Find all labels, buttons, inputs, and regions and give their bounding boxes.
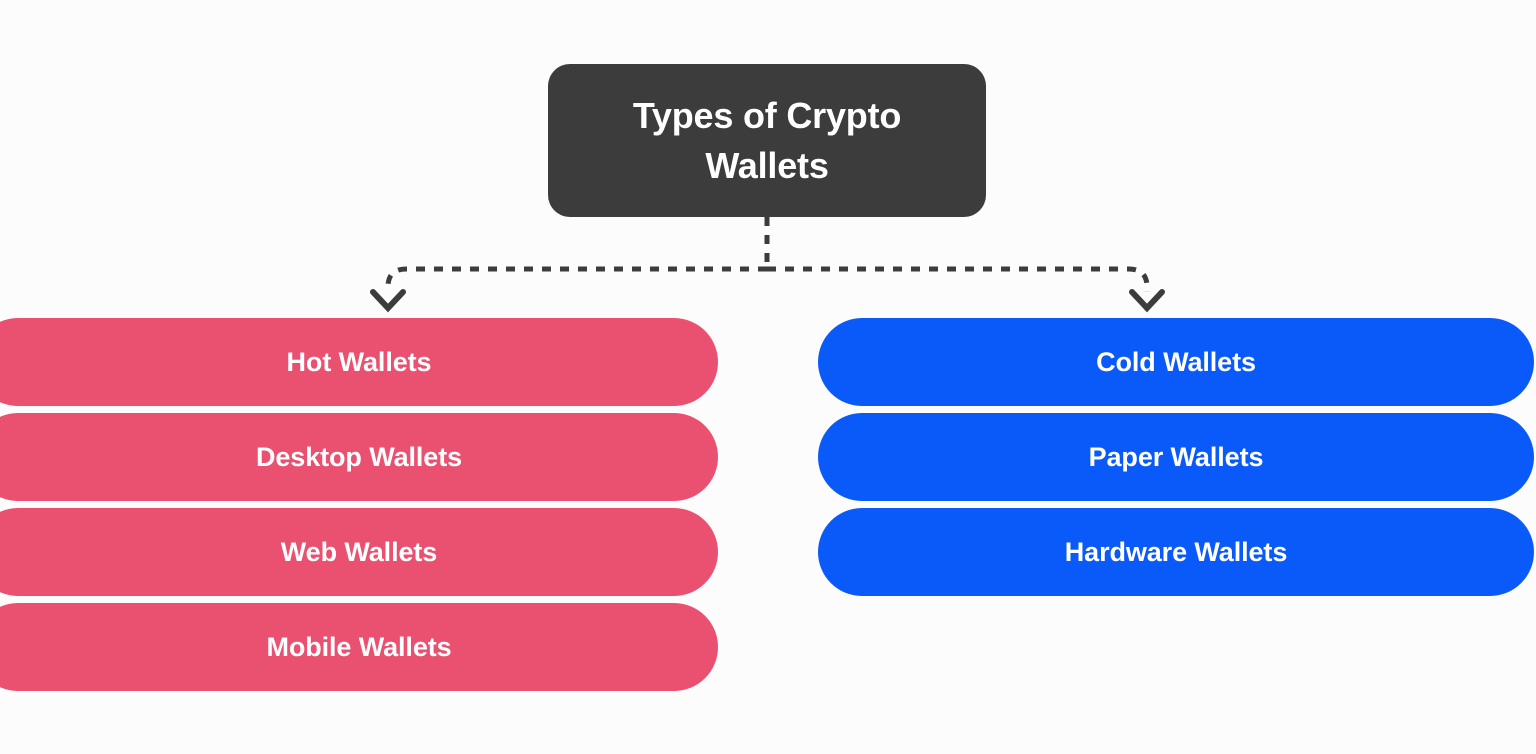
node-label: Hardware Wallets <box>1064 536 1288 567</box>
node-hot-wallets[interactable]: Hot Wallets <box>0 318 718 406</box>
node-cold-wallets[interactable]: Cold Wallets <box>818 318 1534 406</box>
node-label: Hot Wallets <box>286 346 432 377</box>
connector-branch-left <box>385 266 767 292</box>
connector-branch-right <box>767 266 1150 292</box>
branch-column-hot-wallets: Hot Wallets Desktop Wallets Web Wallets … <box>0 318 718 691</box>
arrow-down-icon-left <box>370 289 406 313</box>
node-label: Paper Wallets <box>1088 441 1264 472</box>
root-node-types-of-crypto-wallets[interactable]: Types of Crypto Wallets <box>548 64 986 217</box>
node-web-wallets[interactable]: Web Wallets <box>0 508 718 596</box>
root-node-label: Types of Crypto Wallets <box>632 94 902 186</box>
arrow-down-icon-right <box>1129 289 1165 313</box>
node-label: Desktop Wallets <box>255 441 463 472</box>
node-mobile-wallets[interactable]: Mobile Wallets <box>0 603 718 691</box>
node-label: Mobile Wallets <box>266 631 452 662</box>
node-label: Web Wallets <box>280 536 438 567</box>
node-label: Cold Wallets <box>1096 346 1256 377</box>
node-desktop-wallets[interactable]: Desktop Wallets <box>0 413 718 501</box>
node-hardware-wallets[interactable]: Hardware Wallets <box>818 508 1534 596</box>
branch-column-cold-wallets: Cold Wallets Paper Wallets Hardware Wall… <box>818 318 1534 596</box>
node-paper-wallets[interactable]: Paper Wallets <box>818 413 1534 501</box>
